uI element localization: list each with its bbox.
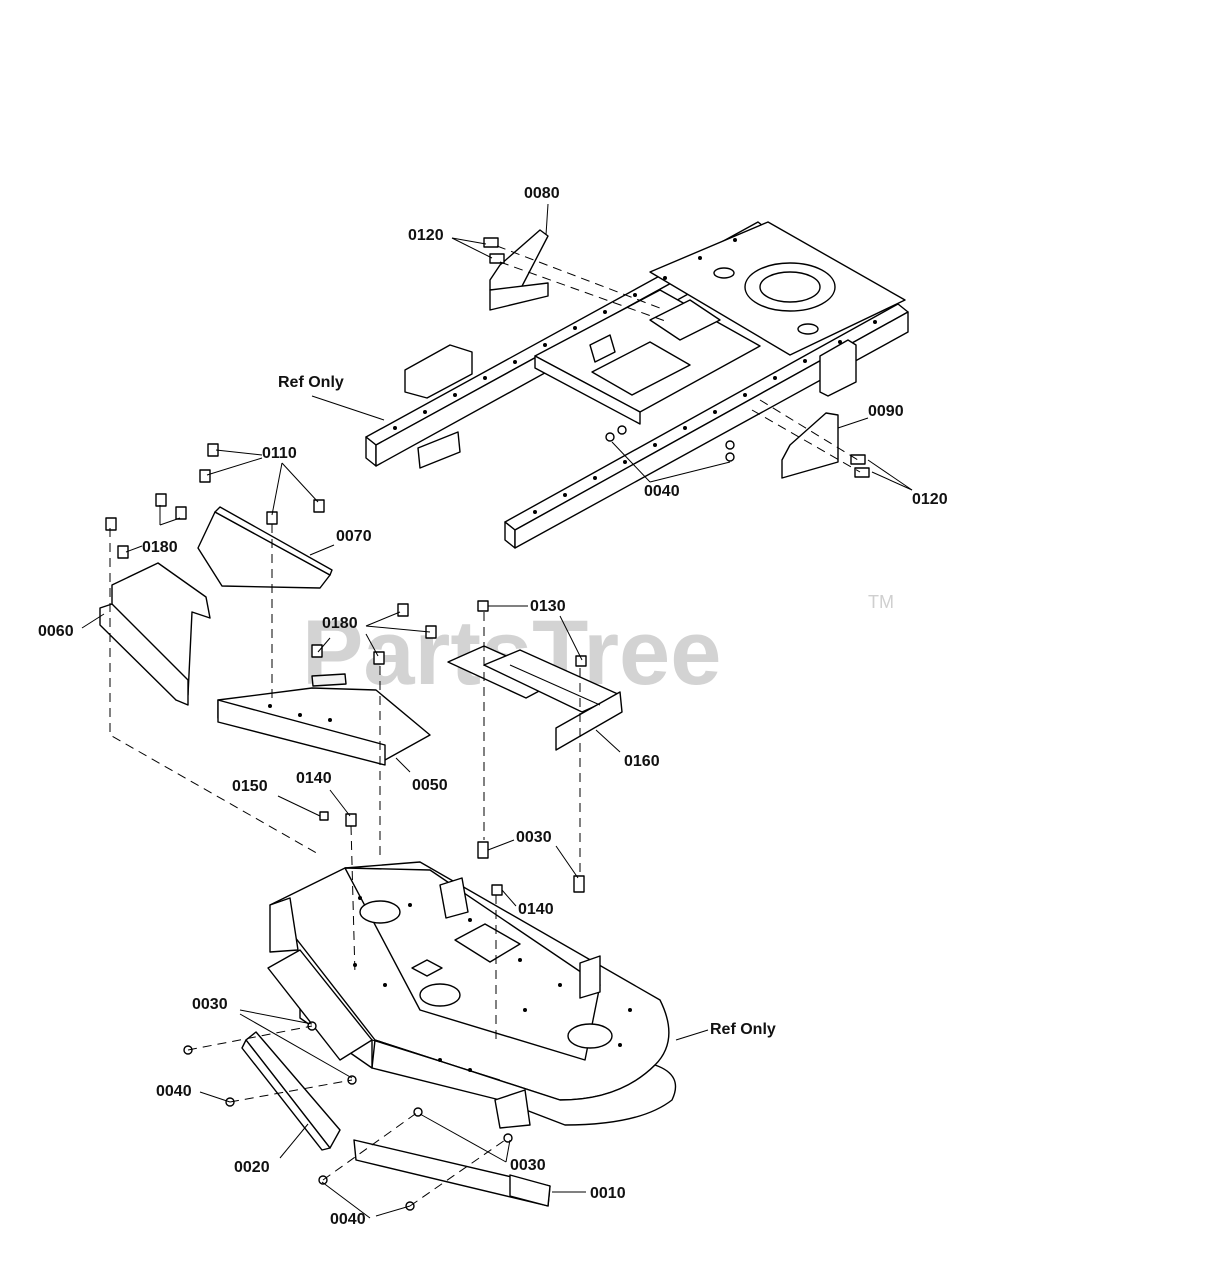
bolts-0120 [483,237,870,478]
plate-0160 [447,645,623,751]
callout-0120-right: 0120 [912,491,948,508]
callout-0090: 0090 [868,403,904,420]
hardware-bottom [183,1021,513,1211]
callout-0070: 0070 [336,528,372,545]
bar-0010 [353,1139,551,1207]
bar-0020 [241,1031,341,1151]
callout-0150: 0150 [232,778,268,795]
callout-0060: 0060 [38,623,74,640]
callout-0110: 0110 [262,445,297,462]
callout-0030-top: 0030 [516,829,552,846]
hardware-small [105,443,587,896]
leader-lines [81,203,913,1219]
bracket-0080 [489,229,549,311]
frame-assembly [365,221,909,549]
callout-0140-right: 0140 [518,901,554,918]
callout-ref-only-deck: Ref Only [710,1021,776,1038]
callout-0040-bottom: 0040 [330,1211,366,1228]
watermark-trademark: TM [868,592,894,612]
callout-0120-top: 0120 [408,227,444,244]
shield-0060 [99,562,211,706]
callout-0020: 0020 [234,1159,270,1176]
bracket-0090 [781,412,839,479]
callout-0010: 0010 [590,1185,626,1202]
callout-0180-left: 0180 [142,539,178,556]
callout-0140-left: 0140 [296,770,332,787]
callout-ref-only-frame: Ref Only [278,374,344,391]
callout-0050: 0050 [412,777,448,794]
callout-0080: 0080 [524,185,560,202]
callout-labels: 0080 0120 Ref Only 0090 0120 0040 0110 0… [38,185,948,1228]
callout-0180-mid: 0180 [322,615,358,632]
baffle-0070 [197,506,333,589]
callout-0040-left: 0040 [156,1083,192,1100]
shield-0050 [217,673,431,766]
mower-deck [267,861,677,1129]
callout-0030-left: 0030 [192,996,228,1013]
callout-0040-frame: 0040 [644,483,680,500]
callout-0160: 0160 [624,753,660,770]
callout-0030-bottom: 0030 [510,1157,546,1174]
callout-0130: 0130 [530,598,566,615]
